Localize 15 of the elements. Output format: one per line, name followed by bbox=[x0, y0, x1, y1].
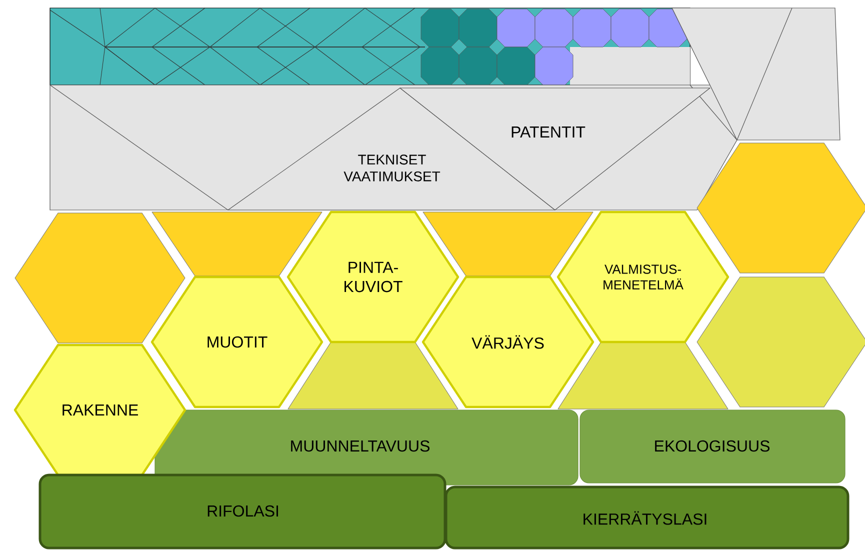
hexagon-tile: VÄRJÄYS bbox=[422, 276, 594, 408]
rounded-box: EKOLOGISUUS bbox=[580, 410, 846, 484]
hexagon-tile bbox=[696, 276, 865, 408]
hexagon-tile bbox=[152, 212, 322, 276]
hexagon-tile: MUOTIT bbox=[150, 276, 324, 408]
hexagon-tile bbox=[14, 212, 186, 344]
rounded-box: KIERRÄTYSLASI bbox=[444, 486, 850, 550]
hexagon-tile bbox=[696, 142, 865, 274]
hexagon-tile: PINTA- KUVIOT bbox=[286, 210, 460, 344]
hexagon-tile bbox=[288, 342, 458, 410]
hexagon-tile: VALMISTUS- MENETELMÄ bbox=[556, 210, 730, 344]
hexagon-tile: RAKENNE bbox=[14, 344, 186, 476]
hexagon-tile bbox=[558, 342, 728, 410]
hexagon-tile bbox=[422, 212, 594, 276]
rounded-box: RIFOLASI bbox=[38, 474, 446, 550]
